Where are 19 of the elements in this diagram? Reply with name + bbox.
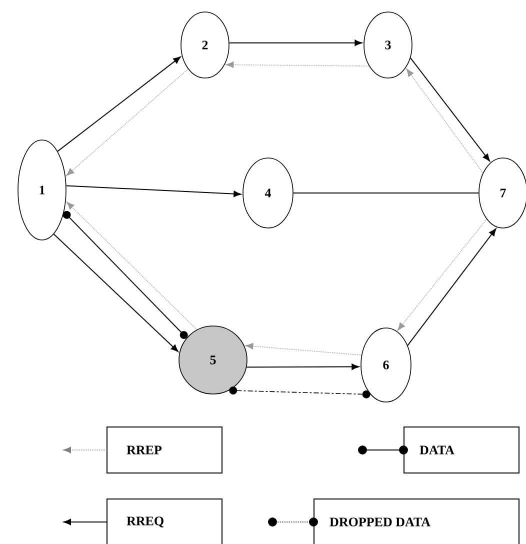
legend-box: DATA: [404, 426, 520, 474]
arrow: [410, 57, 490, 162]
legend-box: DROPPED DATA: [314, 498, 520, 544]
arrow: [66, 68, 189, 176]
arrow: [246, 364, 360, 370]
arrow: [407, 228, 496, 346]
arrow: [66, 202, 198, 330]
legend-box: RREQ: [106, 498, 222, 544]
arrow: [53, 234, 178, 352]
arrow: [406, 68, 484, 174]
arrow: [226, 62, 370, 68]
arrow: [398, 218, 487, 330]
arrow: [229, 386, 370, 398]
legend-box: RREP: [106, 426, 222, 474]
arrow: [57, 56, 181, 152]
arrow: [245, 342, 362, 356]
arrow: [66, 185, 242, 198]
arrow: [228, 40, 362, 46]
arrow: [62, 210, 188, 340]
